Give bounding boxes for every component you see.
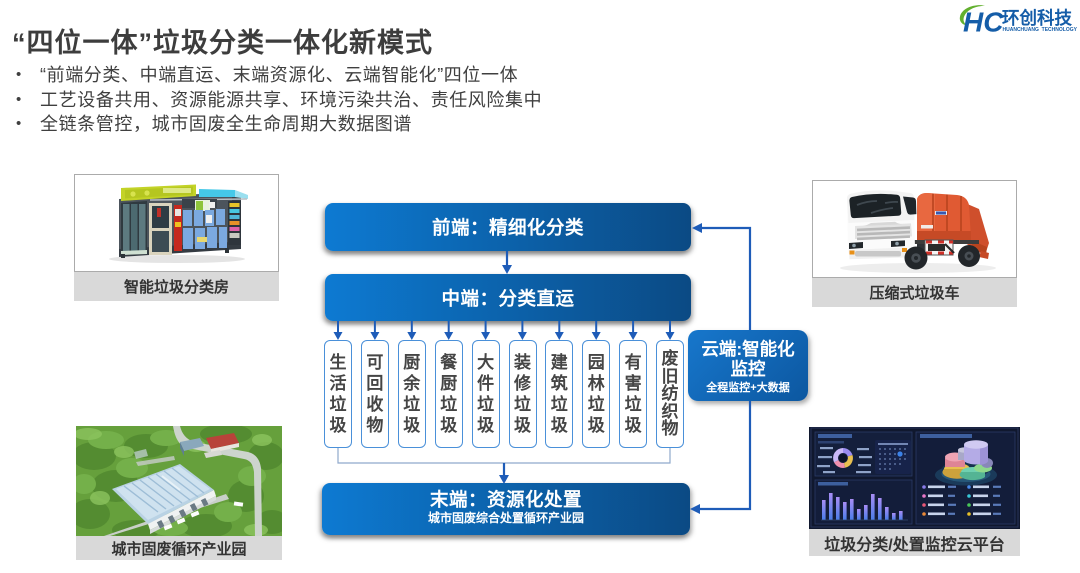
svg-text:环创科技: 环创科技 xyxy=(1002,8,1072,28)
svg-text:HUANCHUANG TECHNOLOGY: HUANCHUANG TECHNOLOGY xyxy=(1003,27,1078,33)
svg-text:HC: HC xyxy=(963,7,1004,38)
